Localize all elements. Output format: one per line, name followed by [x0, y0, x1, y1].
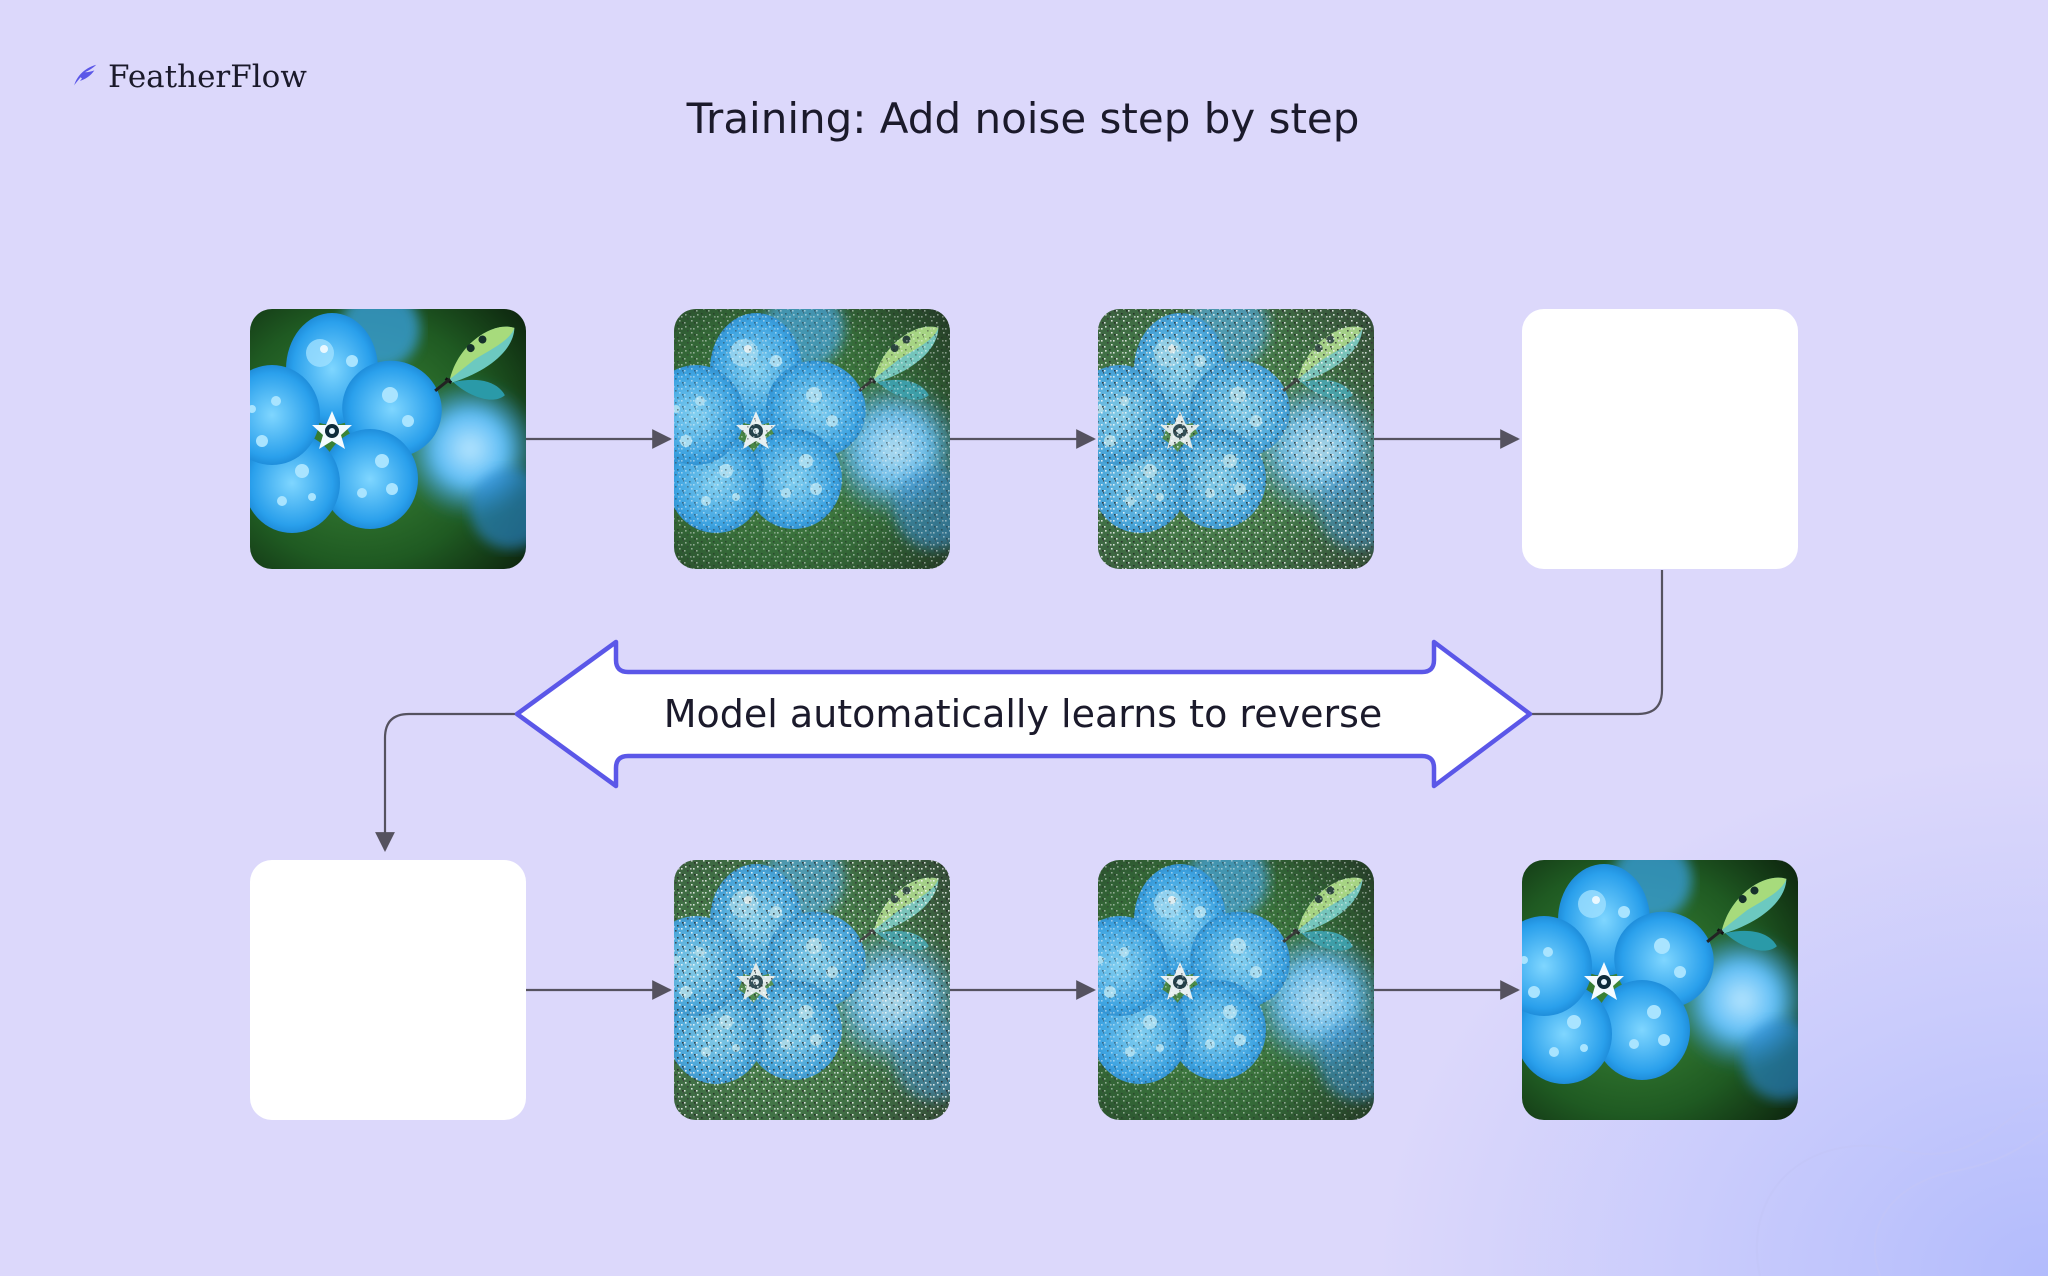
brand-logo[interactable]: FeatherFlow: [72, 59, 308, 95]
feather-icon: [72, 63, 98, 89]
noise-overlay: [1098, 860, 1374, 1120]
forward-step-3: [1098, 309, 1374, 569]
loop-connectors: [375, 570, 1664, 852]
flower-butterfly-image: [224, 289, 550, 569]
decorative-waves: [1755, 1099, 2048, 1276]
reverse-step-3: [1098, 860, 1374, 1120]
double-arrow-shape: [514, 639, 1533, 789]
noise-overlay: [1098, 309, 1374, 569]
reverse-steps-row: [250, 840, 1822, 1120]
connector-left-down: [375, 712, 517, 852]
diagram-title: Training: Add noise step by step: [686, 94, 1360, 143]
noise-overlay: [674, 860, 950, 1120]
reverse-step-2: [674, 860, 950, 1120]
forward-step-2: [674, 309, 950, 569]
forward-steps-row: [224, 289, 1798, 569]
noise-overlay: [674, 309, 950, 569]
empty-step-tile: [250, 860, 526, 1120]
reverse-learning-arrow: Model automatically learns to reverse: [514, 639, 1533, 789]
empty-step-tile: [1522, 309, 1798, 569]
forward-step-4: [1522, 309, 1798, 569]
forward-step-1: [224, 289, 550, 569]
reverse-arrow-label: Model automatically learns to reverse: [664, 692, 1383, 736]
flower-butterfly-image: [1496, 840, 1822, 1120]
brand-name: FeatherFlow: [108, 59, 307, 95]
reverse-step-1: [250, 860, 526, 1120]
connector-right-down: [1530, 570, 1664, 716]
reverse-step-4: [1496, 840, 1822, 1120]
